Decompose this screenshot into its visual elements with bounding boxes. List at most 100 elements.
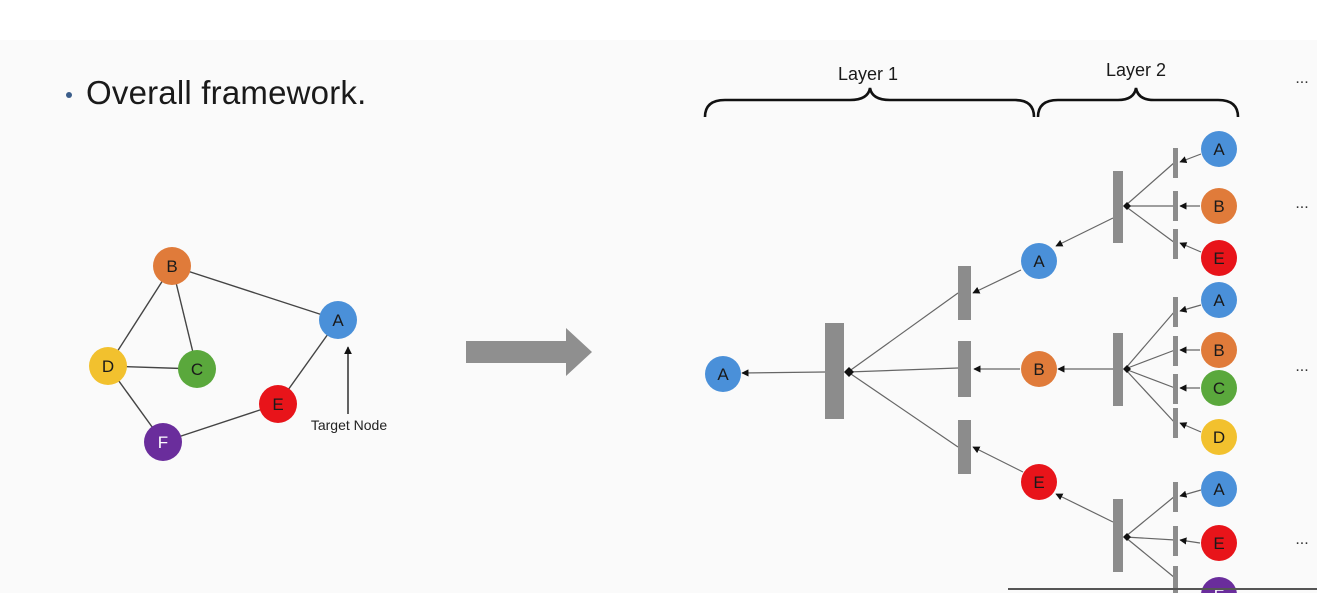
leaf-aggregator-bar	[1173, 148, 1178, 178]
node-label: E	[272, 395, 283, 414]
leaf-aggregator-bar	[1173, 482, 1178, 512]
tree-nodes: A A B E A B	[705, 131, 1237, 593]
aggregation-diamond	[1123, 202, 1131, 210]
tree-edge	[1124, 495, 1176, 538]
tree-leaf-node: A	[1201, 282, 1237, 318]
continuation-ellipsis: ...	[1295, 531, 1308, 548]
tree-edge	[1055, 493, 1114, 523]
tree-edges	[741, 153, 1202, 579]
node-label: B	[1033, 360, 1044, 379]
tree-leaf-node: B	[1201, 332, 1237, 368]
edge-b-d	[107, 265, 173, 367]
node-label: A	[1213, 480, 1225, 499]
bottom-edge-line	[1008, 588, 1317, 590]
node-label: B	[1213, 197, 1224, 216]
tree-leaf-node: C	[1201, 370, 1237, 406]
layer1-label: Layer 1	[838, 64, 898, 84]
node-label: B	[1213, 341, 1224, 360]
tree-leaf-node: A	[1201, 471, 1237, 507]
top-band	[0, 0, 1317, 40]
node-label: E	[1033, 473, 1044, 492]
tree-edge	[1179, 304, 1202, 313]
tree-level1-node: B	[1021, 351, 1057, 387]
leaf-aggregator-bar	[1173, 297, 1178, 327]
tree-edge	[847, 292, 959, 373]
layer-braces	[703, 87, 1240, 118]
graph-node-a: A	[319, 301, 357, 339]
graph-node-b: B	[153, 247, 191, 285]
node-label: C	[1213, 379, 1225, 398]
bullet-point: Overall framework.	[66, 74, 367, 112]
root-aggregator-bar	[825, 323, 844, 419]
tree-level1-node: A	[1021, 243, 1057, 279]
edge-f-e	[162, 403, 279, 443]
aggregation-diamond	[844, 367, 854, 377]
input-graph: B A D C E F Target Node	[89, 247, 387, 461]
node-label: D	[102, 357, 114, 376]
edge-b-a	[171, 265, 339, 321]
tree-edge	[847, 371, 959, 448]
tree-edge	[1124, 205, 1176, 244]
layer1-brace	[703, 87, 1036, 118]
tree-edge	[1124, 368, 1176, 389]
node-label: C	[191, 360, 203, 379]
tree-edge	[847, 367, 959, 373]
leaf-aggregator-bar	[1173, 191, 1178, 221]
node-label: E	[1213, 249, 1224, 268]
tree-edge	[741, 369, 826, 377]
tree-edge	[1179, 489, 1202, 498]
layer2-brace	[1036, 87, 1240, 118]
node-label: A	[1033, 252, 1045, 271]
node-label: F	[158, 433, 168, 452]
tree-edge	[1124, 536, 1176, 579]
aggregator-bar	[958, 341, 971, 397]
tree-edge	[1055, 217, 1114, 247]
tree-leaf-node: E	[1201, 525, 1237, 561]
tree-level1-node: E	[1021, 464, 1057, 500]
layer2-label: Layer 2	[1106, 60, 1166, 80]
tree-edge	[972, 446, 1024, 473]
node-label: A	[717, 365, 729, 384]
graph-node-f: F	[144, 423, 182, 461]
leaf-aggregator-bar	[1173, 374, 1178, 404]
leaf-aggregator-bar	[1173, 336, 1178, 366]
transform-arrow	[466, 328, 592, 376]
tree-leaf-node: D	[1201, 419, 1237, 455]
graph-node-e: E	[259, 385, 297, 423]
tree-root-node: A	[705, 356, 741, 392]
tree-leaf-node: B	[1201, 188, 1237, 224]
bullet-icon	[66, 92, 72, 98]
tree-edge	[1124, 368, 1176, 424]
continuation-ellipsis: ...	[1295, 195, 1308, 212]
tree-edge	[1179, 537, 1201, 545]
target-node-label: Target Node	[311, 417, 387, 433]
tree-edge	[1179, 422, 1202, 433]
tree-edge	[1179, 242, 1202, 253]
node-label: B	[166, 257, 177, 276]
aggregator-bar	[1113, 171, 1123, 243]
node-label: D	[1213, 428, 1225, 447]
layer3-ellipsis: ...	[1295, 70, 1308, 87]
leaf-aggregator-bar	[1173, 229, 1178, 259]
aggregator-bar	[958, 420, 971, 474]
graph-node-c: C	[178, 350, 216, 388]
tree-leaf-node: F	[1201, 577, 1237, 593]
aggregation-diamond	[1123, 365, 1131, 373]
node-label: A	[1213, 140, 1225, 159]
node-label: A	[1213, 291, 1225, 310]
tree-edge	[1124, 161, 1176, 207]
tree-leaf-node: E	[1201, 240, 1237, 276]
tree-edge	[1124, 536, 1176, 541]
graph-edges	[107, 265, 339, 443]
leaf-aggregator-bar	[1173, 408, 1178, 438]
graph-node-d: D	[89, 347, 127, 385]
continuation-ellipsis: ...	[1295, 358, 1308, 375]
node-label: E	[1213, 534, 1224, 553]
aggregator-bar	[958, 266, 971, 320]
aggregation-diamond	[1123, 533, 1131, 541]
node-label: A	[332, 311, 344, 330]
tree-edge	[1179, 153, 1202, 164]
leaf-aggregator-bar	[1173, 566, 1178, 593]
